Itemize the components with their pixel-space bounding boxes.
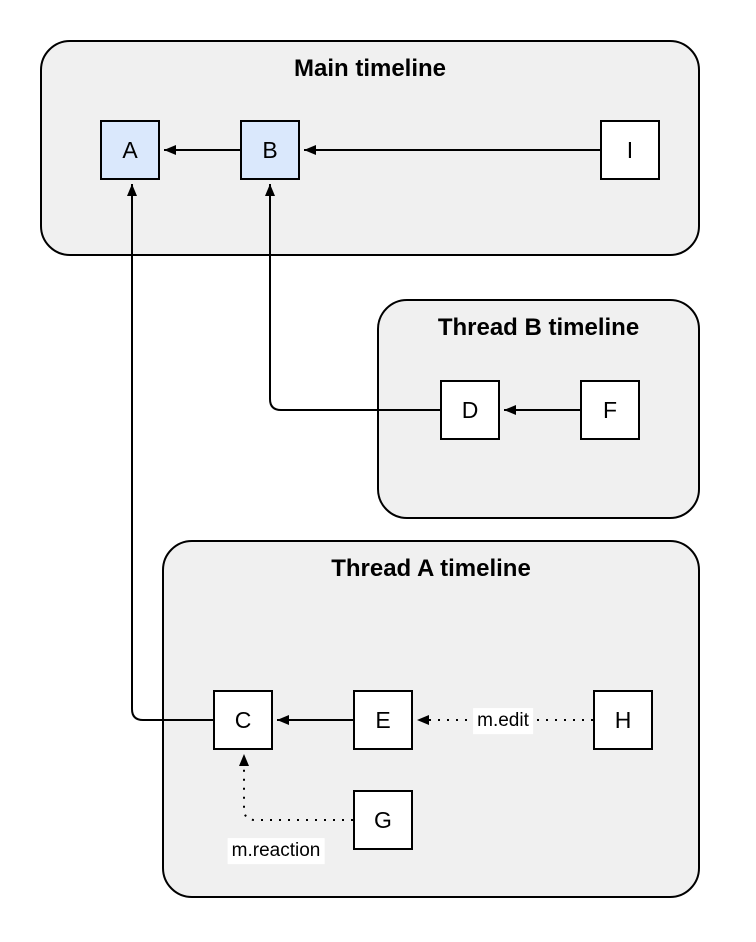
container-title: Main timeline xyxy=(293,55,447,82)
node-event-a: A xyxy=(100,120,160,180)
edge-label-m-reaction: m.reaction xyxy=(227,838,325,864)
node-event-i: I xyxy=(600,120,660,180)
edge-label-m-edit: m.edit xyxy=(473,708,533,734)
node-event-h: H xyxy=(593,690,653,750)
container-title: Thread A timeline xyxy=(331,555,531,582)
container-thread-b-timeline: Thread B timeline xyxy=(377,299,700,519)
node-event-b: B xyxy=(240,120,300,180)
node-event-g: G xyxy=(353,790,413,850)
node-event-d: D xyxy=(440,380,500,440)
node-event-c: C xyxy=(213,690,273,750)
node-event-e: E xyxy=(353,690,413,750)
node-event-f: F xyxy=(580,380,640,440)
container-title: Thread B timeline xyxy=(437,314,640,341)
